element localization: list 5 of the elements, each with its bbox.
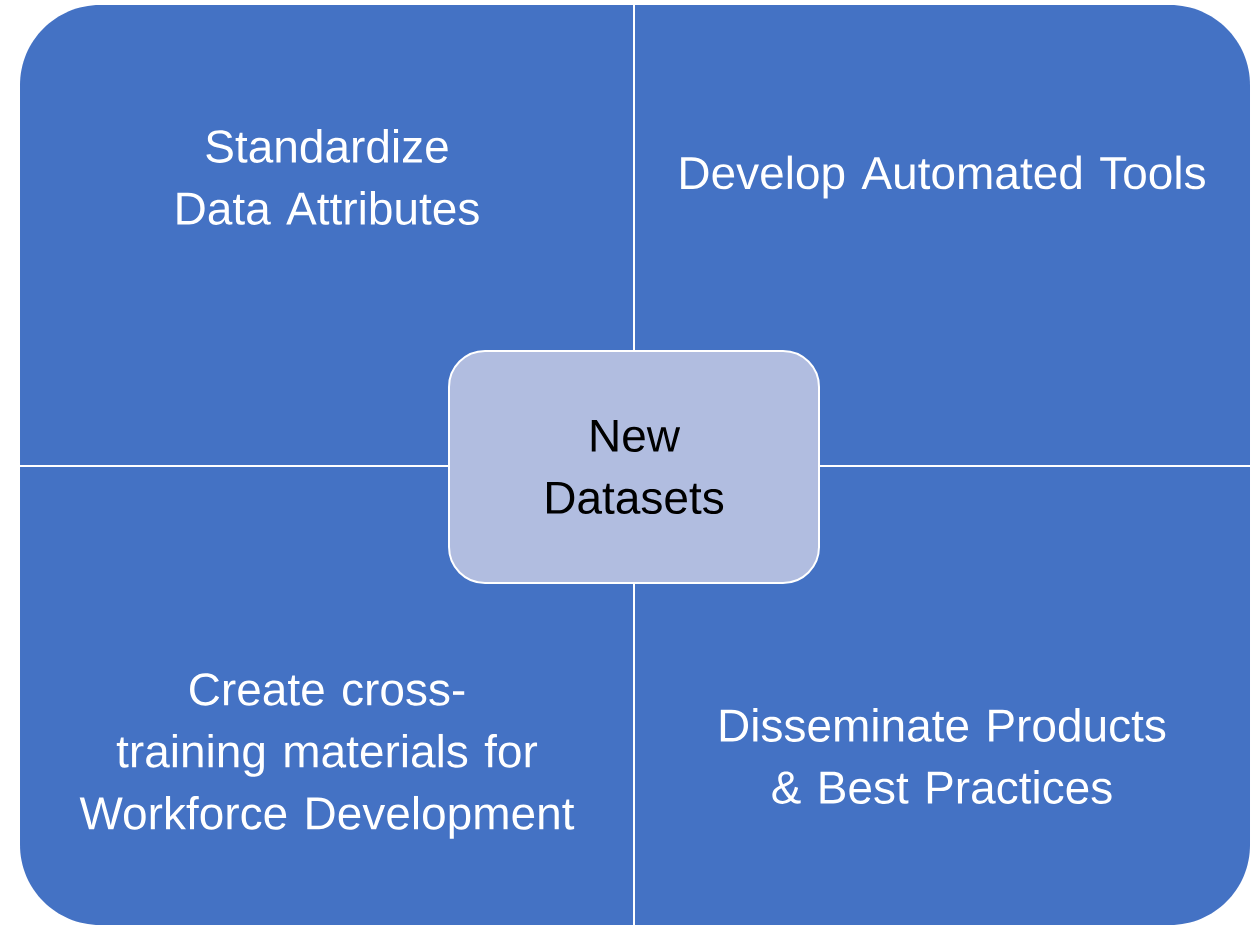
center-box: New Datasets	[448, 350, 820, 584]
node-label: Standardize Data Attributes	[177, 129, 479, 225]
node-label: Disseminate Products & Best Practices	[720, 708, 1166, 804]
node-label: Create cross-training materials for Workforce Development	[79, 673, 575, 839]
node-label: Develop Automated Tools	[681, 155, 1205, 199]
